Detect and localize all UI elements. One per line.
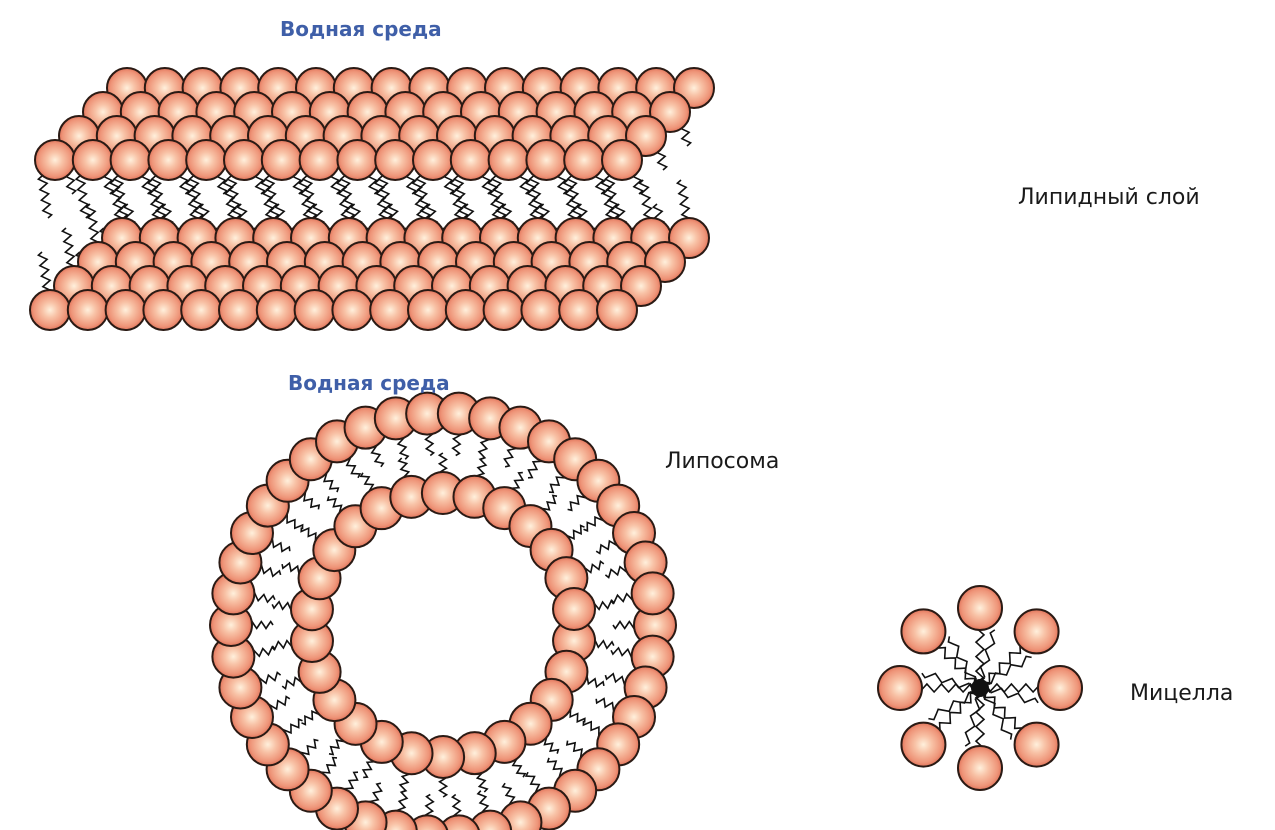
lipid-head	[68, 290, 108, 330]
lipid-head	[35, 140, 75, 180]
lipid-head	[451, 140, 491, 180]
lipid-tail	[86, 204, 99, 246]
lipid-tail	[38, 176, 51, 218]
lipid-tail	[985, 694, 1012, 740]
lipid-head	[106, 290, 146, 330]
lipid-tail	[38, 252, 51, 294]
lipid-tail	[186, 180, 199, 222]
lipid-tail	[564, 180, 577, 222]
lipid-tail	[76, 176, 89, 218]
water-label-middle: Водная среда	[288, 371, 450, 395]
lipid-head	[375, 140, 415, 180]
lipid-tail	[986, 656, 1032, 683]
lipid-head	[143, 290, 183, 330]
lipid-tail	[451, 180, 464, 222]
lipid-head	[148, 140, 188, 180]
lipid-head	[186, 140, 226, 180]
lipid-head	[602, 140, 642, 180]
lipid-head	[370, 290, 410, 330]
lipid-head	[526, 140, 566, 180]
lipid-head	[408, 290, 448, 330]
lipid-head	[219, 290, 259, 330]
lipid-head	[337, 140, 377, 180]
lipid-head	[632, 572, 674, 614]
lipid-head	[257, 290, 297, 330]
lipid-bilayer-sheet	[30, 68, 714, 330]
lipid-tail	[488, 180, 501, 222]
lipid-tail	[526, 180, 539, 222]
lipid-head	[413, 140, 453, 180]
lipid-tail	[62, 228, 75, 270]
lipid-tail	[602, 180, 615, 222]
water-label-top: Водная среда	[280, 17, 442, 41]
lipid-tail	[984, 643, 1025, 685]
lipid-tail	[375, 180, 388, 222]
lipid-tail	[984, 692, 1026, 733]
lipid-head	[30, 290, 70, 330]
lipid-head	[901, 723, 945, 767]
lipid-head	[484, 290, 524, 330]
lipid-head	[73, 140, 113, 180]
lipid-head	[553, 588, 595, 630]
lipid-head	[1015, 609, 1059, 653]
lipid-head	[1015, 723, 1059, 767]
lipid-layer-label: Липидный слой	[1018, 185, 1200, 210]
lipid-tail	[640, 180, 653, 222]
lipid-head	[521, 290, 561, 330]
lipid-head	[597, 290, 637, 330]
lipid-tail	[948, 636, 975, 682]
lipid-tail	[935, 692, 976, 734]
lipid-tail	[935, 643, 977, 684]
lipid-head	[901, 609, 945, 653]
lipid-head	[958, 746, 1002, 790]
lipid-tail	[413, 180, 426, 222]
lipid-tail	[110, 180, 123, 222]
lipid-head	[878, 666, 922, 710]
micelle-cluster	[878, 586, 1082, 790]
lipid-tail	[337, 180, 350, 222]
lipid-head	[262, 140, 302, 180]
lipid-head	[300, 140, 340, 180]
lipid-head	[295, 290, 335, 330]
lipid-head	[958, 586, 1002, 630]
lipid-tail	[677, 180, 690, 222]
micelle-label: Мицелла	[1130, 681, 1233, 706]
lipid-tail	[224, 180, 237, 222]
lipid-head	[224, 140, 264, 180]
lipid-head	[332, 290, 372, 330]
lipid-head	[446, 290, 486, 330]
lipid-head	[559, 290, 599, 330]
lipid-tail	[299, 180, 312, 222]
micelle-core	[971, 679, 989, 697]
lipid-head	[181, 290, 221, 330]
liposome-ring	[210, 393, 676, 830]
lipid-head	[564, 140, 604, 180]
lipid-tail	[148, 180, 161, 222]
lipid-tail	[262, 180, 275, 222]
lipid-head	[489, 140, 529, 180]
lipid-tail	[928, 693, 974, 720]
lipid-head	[1038, 666, 1082, 710]
lipid-head	[111, 140, 151, 180]
liposome-label: Липосома	[665, 449, 779, 474]
